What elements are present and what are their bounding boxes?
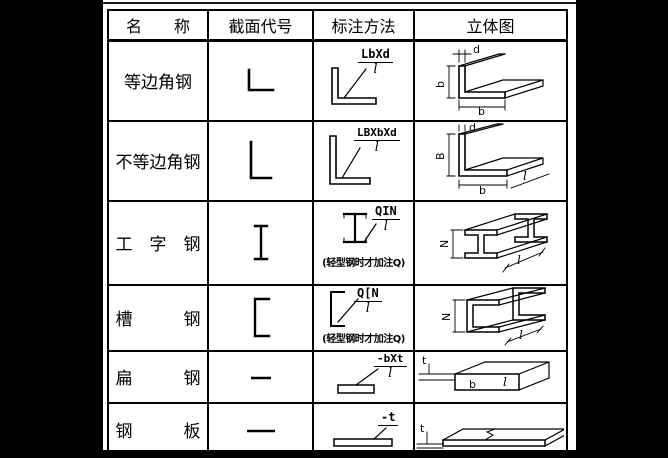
iso-view-cell: d b b — [413, 39, 568, 122]
annotation-fraction: Q[N l — [354, 287, 382, 317]
annotation-numerator: LbXd — [358, 47, 393, 63]
dim-label-b: b — [479, 184, 486, 196]
row-name: 槽 钢 — [107, 283, 209, 352]
table-row-equal-angle: 等边角钢 LbXd l — [107, 39, 568, 122]
flat-bar-iso-drawing: t b l — [418, 354, 550, 391]
channel-iso-drawing: N l — [440, 286, 546, 346]
table-row-steel-plate: 钢 板 -t — [107, 401, 568, 458]
annotation-fraction: QIN l — [372, 204, 400, 235]
i-beam-section-icon — [253, 224, 268, 260]
dim-label-b-left: b — [434, 81, 447, 88]
annotation-denominator: l — [388, 365, 393, 381]
annotation-numerator: Q[N — [354, 287, 382, 302]
annotation-note: (轻型钢时才加注Q) — [322, 333, 405, 345]
iso-view-cell: t — [413, 401, 568, 458]
annotation-fraction: LbXd l — [358, 47, 393, 78]
i-beam-annotation-sketch — [342, 212, 377, 243]
dim-label-B: B — [434, 152, 447, 160]
unequal-angle-section-icon — [249, 140, 272, 179]
dim-label-N: N — [438, 239, 451, 247]
dim-label-b-bottom: b — [478, 105, 485, 116]
annotation-cell: Q[N l (轻型钢时才加注Q) — [312, 283, 415, 352]
section-symbol-cell — [207, 39, 314, 122]
iso-view-cell: N l — [413, 283, 568, 352]
drawing-paper: 名 称 截面代号 标注方法 立体图 等边角钢 — [103, 0, 576, 458]
row-name: 钢 板 — [107, 401, 209, 458]
annotation-denominator: l — [373, 61, 378, 77]
angle-annotation-sketch — [329, 134, 371, 185]
unequal-angle-iso-drawing: d B b l — [434, 122, 550, 197]
iso-view-cell: t b l — [413, 349, 568, 404]
dim-label-l: l — [519, 328, 523, 342]
table-row-unequal-angle: 不等边角钢 LBXbXd l — [107, 119, 568, 202]
row-name: 不等边角钢 — [107, 119, 209, 202]
row-name: 工 字 钢 — [107, 199, 209, 286]
angle-annotation-sketch — [331, 66, 377, 105]
dim-label-t: t — [420, 422, 425, 435]
annotation-numerator: -bXt — [374, 353, 407, 367]
steel-plate-section-icon — [246, 429, 275, 432]
section-symbol-cell — [207, 283, 314, 352]
annotation-fraction: -bXt l — [374, 353, 407, 382]
i-beam-iso-drawing: N l — [438, 212, 548, 273]
col-header-method: 标注方法 — [312, 9, 415, 42]
annotation-fraction: LBXbXd l — [354, 126, 400, 156]
section-symbol-cell — [207, 199, 314, 286]
row-name: 扁 钢 — [107, 349, 209, 404]
section-symbol-cell — [207, 349, 314, 404]
flat-bar-section-icon — [250, 376, 271, 379]
annotation-denominator: l — [383, 218, 388, 234]
plate-annotation-sketch — [333, 426, 393, 447]
table-row-channel: 槽 钢 Q[N l (轻型钢时才加注Q) — [107, 283, 568, 352]
annotation-cell: -bXt l — [312, 349, 415, 404]
dim-label-d: d — [473, 43, 480, 56]
section-symbol-cell — [207, 401, 314, 458]
steel-sections-table: 名 称 截面代号 标注方法 立体图 等边角钢 — [107, 9, 568, 458]
dim-label-t: t — [422, 354, 427, 367]
annotation-cell: LbXd l — [312, 39, 415, 122]
dim-label-b: b — [469, 378, 476, 391]
col-header-iso: 立体图 — [413, 9, 568, 42]
dim-label-N: N — [440, 312, 453, 320]
annotation-numerator: QIN — [372, 204, 400, 220]
iso-view-cell: N l — [413, 199, 568, 286]
channel-section-icon — [253, 297, 270, 337]
section-symbol-cell — [207, 119, 314, 202]
row-name: 等边角钢 — [107, 39, 209, 122]
equal-angle-section-icon — [247, 68, 274, 91]
annotation-cell: QIN l (轻型钢时才加注Q) — [312, 199, 415, 286]
col-header-name: 名 称 — [107, 9, 209, 42]
annotation-numerator: LBXbXd — [354, 126, 400, 141]
annotation-denominator: l — [374, 139, 379, 155]
dim-label-l: l — [503, 375, 507, 389]
col-header-symbol: 截面代号 — [207, 9, 314, 42]
annotation-fraction: -t — [378, 410, 399, 426]
iso-view-cell: d B b l — [413, 119, 568, 202]
annotation-denominator: l — [365, 300, 370, 316]
table-row-flat-bar: 扁 钢 -bXt l — [107, 349, 568, 404]
annotation-cell: -t — [312, 401, 415, 458]
annotation-note: (轻型钢时才加注Q) — [322, 257, 405, 269]
channel-annotation-sketch — [330, 290, 359, 327]
steel-plate-iso-drawing: t — [416, 422, 565, 448]
flat-bar-annotation-sketch — [337, 367, 379, 394]
drawing-border-line — [103, 2, 576, 4]
header-row: 名 称 截面代号 标注方法 立体图 — [107, 9, 568, 42]
table-row-i-beam: 工 字 钢 QIN l (轻型钢时才加注Q — [107, 199, 568, 286]
dim-label-l: l — [517, 253, 521, 267]
annotation-cell: LBXbXd l — [312, 119, 415, 202]
annotation-numerator: -t — [378, 410, 399, 426]
dim-label-d: d — [469, 122, 476, 134]
equal-angle-iso-drawing: d b b — [434, 43, 544, 118]
dim-label-l: l — [523, 169, 527, 183]
